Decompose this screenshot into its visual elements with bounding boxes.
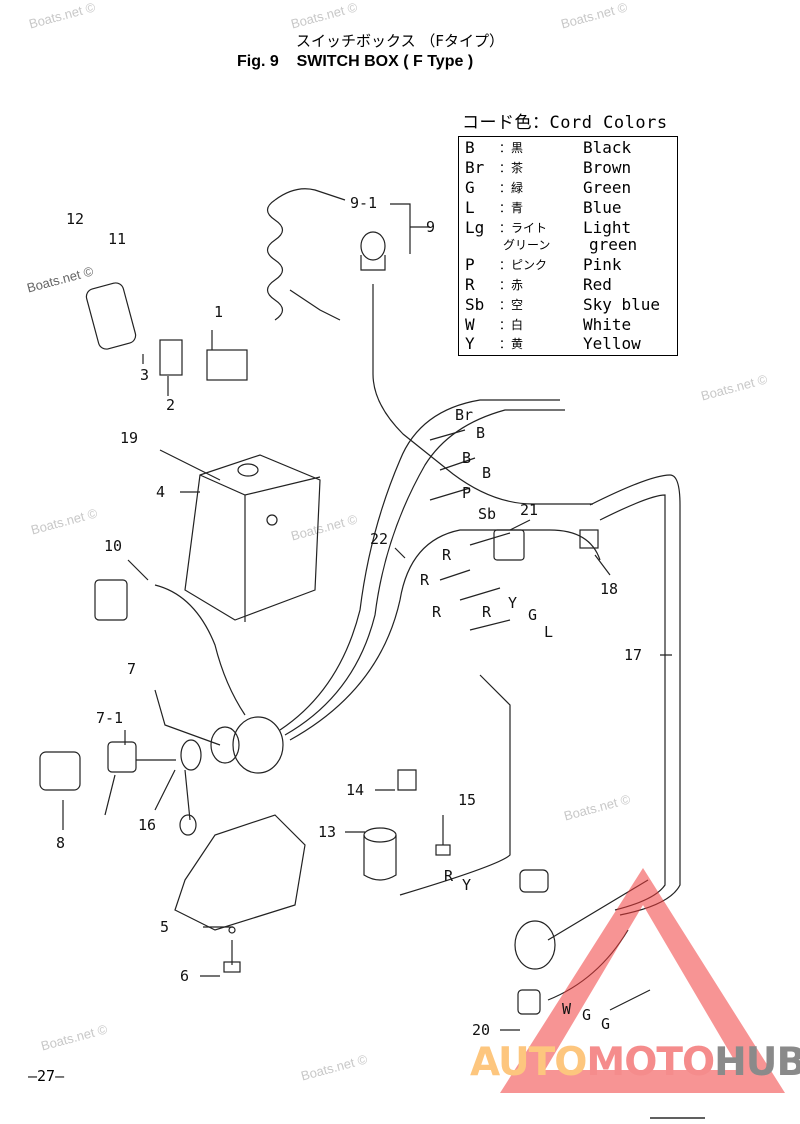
- callout-9-1: 9-1: [350, 194, 378, 212]
- page-number: —27—: [28, 1067, 65, 1085]
- color-jp: ：白: [499, 318, 524, 332]
- color-en: Pink: [583, 255, 622, 274]
- color-jp: グリーン: [503, 238, 551, 252]
- wire-label: P: [462, 484, 472, 502]
- color-code: B: [465, 138, 475, 157]
- callout-18: 18: [600, 580, 619, 598]
- wire-label: R: [482, 603, 492, 621]
- wire-label: R: [432, 603, 442, 621]
- wire-label: Br: [455, 406, 474, 424]
- legend-row: B ：黒 Black: [465, 139, 675, 159]
- color-en: Red: [583, 275, 612, 294]
- wire-label: Y: [462, 876, 472, 894]
- callout-19: 19: [120, 429, 139, 447]
- logo-text: MOTO: [586, 1040, 715, 1085]
- callout-16: 16: [138, 816, 157, 834]
- color-jp: ：黒: [499, 141, 524, 155]
- color-jp: ：茶: [499, 161, 524, 175]
- callout-21: 21: [520, 501, 539, 519]
- wire-label: Sb: [478, 505, 497, 523]
- wire-label: R: [442, 546, 452, 564]
- wire-label: W: [562, 1000, 572, 1018]
- callout-11: 11: [108, 230, 127, 248]
- color-en: green: [589, 235, 638, 254]
- callout-17: 17: [624, 646, 643, 664]
- callout-4: 4: [156, 483, 166, 501]
- color-jp: ：黄: [499, 337, 524, 351]
- automotohub-logo: AUTOMOTOHUB: [470, 1040, 800, 1086]
- color-en: Blue: [583, 198, 622, 217]
- color-en: Yellow: [583, 334, 641, 353]
- wire-label: G: [528, 606, 538, 624]
- callout-20: 20: [472, 1021, 491, 1039]
- color-en: Brown: [583, 158, 632, 177]
- color-code: W: [465, 315, 475, 334]
- callout-14: 14: [346, 781, 365, 799]
- legend-row: P ：ピンク Pink: [465, 256, 675, 276]
- color-code: Sb: [465, 295, 485, 314]
- callout-1: 1: [214, 303, 224, 321]
- legend-row: L ：青 Blue: [465, 199, 675, 219]
- color-code: L: [465, 198, 475, 217]
- color-code: Br: [465, 158, 485, 177]
- wire-label: L: [544, 623, 554, 641]
- color-jp: ：青: [499, 201, 524, 215]
- title-japanese: スイッチボックス （Fタイプ）: [296, 32, 504, 50]
- color-code: Y: [465, 334, 475, 353]
- legend-row: Y ：黄 Yellow: [465, 335, 675, 355]
- color-jp: ：赤: [499, 278, 524, 292]
- color-jp: ：ピンク: [499, 258, 548, 272]
- wire-label: Y: [508, 594, 518, 612]
- color-jp: ：緑: [499, 181, 524, 195]
- callout-15: 15: [458, 791, 477, 809]
- callout-8: 8: [56, 834, 66, 852]
- color-code: G: [465, 178, 475, 197]
- callout-10: 10: [104, 537, 123, 555]
- color-en: White: [583, 315, 632, 334]
- logo-text: AUTO: [470, 1040, 587, 1085]
- callout-7-1: 7-1: [96, 709, 124, 727]
- callout-2: 2: [166, 396, 176, 414]
- callout-22: 22: [370, 530, 389, 548]
- callout-13: 13: [318, 823, 337, 841]
- callout-12: 12: [66, 210, 85, 228]
- callout-5: 5: [160, 918, 170, 936]
- legend-row: R ：赤 Red: [465, 276, 675, 296]
- color-jp: ：ライト: [499, 221, 548, 235]
- wire-label: B: [476, 424, 486, 442]
- color-code: Lg: [465, 218, 485, 237]
- color-en: Green: [583, 178, 632, 197]
- wire-label: R: [420, 571, 430, 589]
- wire-label: G: [601, 1015, 611, 1033]
- color-en: Sky blue: [583, 295, 661, 314]
- color-en: Black: [583, 138, 632, 157]
- color-code: R: [465, 275, 475, 294]
- wire-label: R: [444, 867, 454, 885]
- wire-label: B: [462, 449, 472, 467]
- figure-title: Fig. 9 SWITCH BOX ( F Type ): [237, 53, 474, 70]
- callout-3: 3: [140, 366, 150, 384]
- color-jp: ：空: [499, 298, 524, 312]
- legend-row: Sb ：空 Sky blue: [465, 296, 675, 316]
- cord-colors-legend: B ：黒 Black Br ：茶 Brown G ：緑 Green L ：青 Blue Lg ：ラ…: [458, 136, 678, 356]
- wire-label: G: [582, 1006, 592, 1024]
- cord-colors-title: コード色：Cord Colors: [462, 113, 668, 133]
- logo-text: HUB: [714, 1040, 800, 1085]
- callout-9: 9: [426, 218, 436, 236]
- callout-7: 7: [127, 660, 137, 678]
- legend-row: W ：白 White: [465, 316, 675, 336]
- color-code: P: [465, 255, 475, 274]
- color-en: Light: [583, 218, 632, 237]
- callout-6: 6: [180, 967, 190, 985]
- wire-label: B: [482, 464, 492, 482]
- legend-row: Br ：茶 Brown: [465, 159, 675, 179]
- legend-row: G ：緑 Green: [465, 179, 675, 199]
